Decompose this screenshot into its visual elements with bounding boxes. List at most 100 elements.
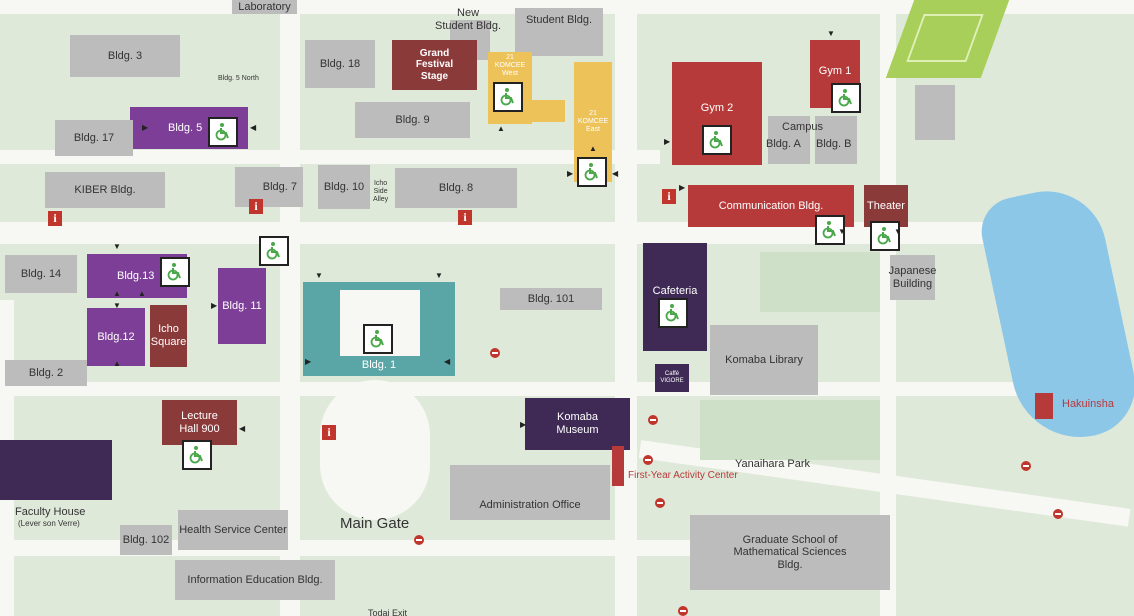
info-icon[interactable]: i: [249, 199, 263, 214]
komaba-library[interactable]: Komaba Library: [710, 325, 818, 395]
bldg-102[interactable]: Bldg. 102: [120, 525, 172, 555]
komaba-museum[interactable]: Komaba Museum: [525, 398, 630, 450]
komaba-library-label: Komaba Library: [725, 353, 803, 366]
first-year-activity-center[interactable]: [612, 446, 624, 486]
no-entry-icon: [490, 348, 500, 358]
no-entry-icon: [1021, 461, 1031, 471]
road-upper: [0, 150, 660, 164]
info-icon[interactable]: i: [48, 211, 62, 226]
yanaihara-park-label: Yanaihara Park: [735, 458, 811, 470]
komcee-annex: [530, 100, 565, 122]
entrance-arrow-icon: ▶: [142, 123, 149, 132]
caffe-vigore-label: Caffè VIGORE: [660, 371, 684, 384]
theater-label: Theater: [867, 199, 905, 212]
wheelchair-accessible-icon[interactable]: [363, 324, 393, 354]
wheelchair-accessible-icon[interactable]: [702, 125, 732, 155]
cafeteria[interactable]: Cafeteria: [643, 243, 707, 351]
wheelchair-accessible-icon[interactable]: [870, 221, 900, 251]
entrance-arrow-icon: ▶: [305, 357, 312, 366]
kiber-label: KIBER Bldg.: [74, 183, 136, 196]
no-entry-icon: [414, 535, 424, 545]
komcee-east-label: 21 KOMCEE East: [577, 109, 609, 134]
wheelchair-accessible-icon[interactable]: [182, 440, 212, 470]
entrance-arrow-icon: ◀: [239, 424, 246, 433]
bldg-3[interactable]: Bldg. 3: [70, 35, 180, 77]
icho-side-alley-label: Icho Side Alley: [373, 180, 389, 204]
wheelchair-accessible-icon[interactable]: [658, 298, 688, 328]
bldg-17[interactable]: Bldg. 17: [55, 120, 133, 156]
todai-exit-label: Todai Exit: [368, 608, 408, 616]
road-lower: [0, 382, 1134, 396]
bldg-12[interactable]: Bldg.12: [87, 308, 145, 366]
administration-office[interactable]: Administration Office: [450, 465, 610, 520]
first-year-label: First-Year Activity Center: [628, 470, 738, 481]
bldg-5-north-label: Bldg. 5 North: [218, 75, 259, 82]
grad-math-bldg[interactable]: Graduate School of Mathematical Sciences…: [690, 515, 890, 590]
icho-square[interactable]: Icho Square: [150, 305, 187, 367]
bldg-7[interactable]: Bldg. 7: [235, 167, 303, 207]
komcee-west-label: 21 KOMCEE West: [494, 54, 526, 78]
entrance-arrow-icon: ▼: [113, 242, 121, 251]
grand-festival-stage[interactable]: Grand Festival Stage: [392, 40, 477, 90]
bldg-18[interactable]: Bldg. 18: [305, 40, 375, 88]
wheelchair-accessible-icon[interactable]: [160, 257, 190, 287]
info-education-label: Information Education Bldg.: [187, 573, 323, 586]
komaba-museum-label: Komaba Museum: [556, 411, 599, 436]
hakuinsha[interactable]: [1035, 393, 1053, 419]
campus-bldg-b[interactable]: [815, 116, 857, 164]
bldg-12-label: Bldg.12: [97, 330, 135, 343]
laboratory-bldg[interactable]: Laboratory: [232, 0, 297, 14]
wheelchair-accessible-icon[interactable]: [208, 117, 238, 147]
bldg-14[interactable]: Bldg. 14: [5, 255, 77, 293]
campus-label: Campus: [782, 121, 823, 133]
bldg-11[interactable]: Bldg. 11: [218, 268, 266, 344]
entrance-arrow-icon: ▼: [113, 301, 121, 310]
bldg-101[interactable]: Bldg. 101: [500, 288, 602, 310]
entrance-arrow-icon: ▼: [315, 271, 323, 280]
bldg-7-label: Bldg. 7: [262, 180, 297, 193]
no-entry-icon: [655, 498, 665, 508]
entrance-arrow-icon: ◀: [612, 169, 619, 178]
bldg-8[interactable]: Bldg. 8: [395, 168, 517, 208]
bldg-5-label: Bldg. 5: [168, 121, 203, 134]
entrance-arrow-icon: ▶: [211, 301, 218, 310]
caffe-vigore[interactable]: Caffè VIGORE: [655, 364, 689, 392]
student-bldg[interactable]: Student Bldg.: [515, 8, 603, 56]
bldg-9[interactable]: Bldg. 9: [355, 102, 470, 138]
info-icon[interactable]: i: [662, 189, 676, 204]
communication-label: Communication Bldg.: [718, 199, 824, 212]
info-icon[interactable]: i: [322, 425, 336, 440]
wheelchair-accessible-icon[interactable]: [815, 215, 845, 245]
entrance-arrow-icon: ▲: [589, 144, 597, 153]
bldg-1-label: Bldg. 1: [361, 359, 397, 372]
bldg-14-label: Bldg. 14: [20, 267, 62, 280]
lecture-hall-label: Lecture Hall 900: [179, 409, 220, 435]
bldg-11-label: Bldg. 11: [222, 299, 262, 312]
wheelchair-accessible-icon[interactable]: [831, 83, 861, 113]
campus-bldg-a[interactable]: [768, 116, 810, 164]
kiber-bldg[interactable]: KIBER Bldg.: [45, 172, 165, 208]
no-entry-icon: [648, 415, 658, 425]
wheelchair-accessible-icon[interactable]: [577, 157, 607, 187]
japanese-building[interactable]: Japanese Building: [889, 255, 936, 300]
wheelchair-accessible-icon[interactable]: [493, 82, 523, 112]
entrance-arrow-icon: ▼: [894, 227, 902, 236]
entrance-arrow-icon: ▶: [679, 183, 686, 192]
bldg-a-label: Bldg. A: [766, 138, 801, 150]
student-bldg-label: Student Bldg.: [525, 14, 593, 26]
health-service-center[interactable]: Health Service Center: [178, 510, 288, 550]
bldg-2[interactable]: Bldg. 2: [5, 360, 87, 386]
faculty-house[interactable]: [0, 440, 112, 500]
theater[interactable]: Theater: [864, 185, 908, 227]
wheelchair-accessible-icon[interactable]: [259, 236, 289, 266]
plaza-main-gate: [320, 380, 430, 520]
entrance-arrow-icon: ◀: [444, 357, 451, 366]
lecture-hall-900[interactable]: Lecture Hall 900: [162, 400, 237, 445]
bldg-10[interactable]: Bldg. 10: [318, 165, 370, 209]
information-education-bldg[interactable]: Information Education Bldg.: [175, 560, 335, 600]
laboratory-label: Laboratory: [238, 0, 291, 13]
info-icon[interactable]: i: [458, 210, 472, 225]
bldg-102-label: Bldg. 102: [122, 533, 170, 546]
road-bottom: [0, 540, 720, 556]
